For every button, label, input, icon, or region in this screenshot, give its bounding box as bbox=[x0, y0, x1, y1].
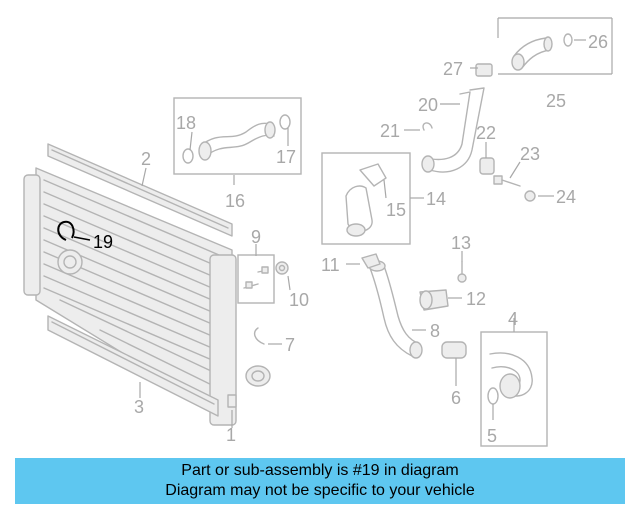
callout-14[interactable]: 14 bbox=[426, 189, 446, 209]
callout-1[interactable]: 1 bbox=[226, 425, 236, 445]
clamp-7-icon[interactable] bbox=[253, 327, 265, 345]
intercooler-core[interactable] bbox=[23, 167, 271, 426]
callout-3[interactable]: 3 bbox=[134, 397, 144, 417]
connector-12[interactable] bbox=[419, 289, 449, 311]
callout-25[interactable]: 25 bbox=[546, 91, 566, 111]
callout-27[interactable]: 27 bbox=[443, 59, 463, 79]
bolt-13[interactable] bbox=[457, 261, 467, 283]
callout-9[interactable]: 9 bbox=[251, 227, 261, 247]
bolt-23[interactable] bbox=[493, 175, 521, 187]
callout-2[interactable]: 2 bbox=[141, 149, 151, 169]
nut-24-icon[interactable] bbox=[524, 190, 536, 202]
o-ring-26-icon[interactable] bbox=[563, 33, 573, 47]
charge-pipe-15[interactable] bbox=[345, 163, 387, 237]
callout-12[interactable]: 12 bbox=[466, 289, 486, 309]
info-banner: Part or sub-assembly is #19 in diagram D… bbox=[15, 458, 625, 504]
callout-21[interactable]: 21 bbox=[380, 121, 400, 141]
group-box-16 bbox=[173, 97, 302, 175]
callout-4[interactable]: 4 bbox=[508, 309, 518, 329]
clamp-21-icon[interactable] bbox=[422, 122, 433, 131]
callout-19[interactable]: 19 bbox=[93, 232, 113, 252]
o-ring-5-icon[interactable] bbox=[487, 387, 499, 405]
o-ring-19-icon[interactable] bbox=[57, 220, 75, 241]
callout-10[interactable]: 10 bbox=[289, 290, 309, 310]
callout-11[interactable]: 11 bbox=[321, 255, 340, 275]
air-hose-4[interactable] bbox=[489, 352, 533, 399]
callout-7[interactable]: 7 bbox=[285, 335, 295, 355]
callout-5[interactable]: 5 bbox=[487, 426, 497, 446]
group-box-9 bbox=[237, 254, 275, 304]
lower-air-guide[interactable] bbox=[47, 315, 219, 417]
callout-26[interactable]: 26 bbox=[588, 32, 608, 52]
callout-23[interactable]: 23 bbox=[520, 144, 540, 164]
banner-line-2: Diagram may not be specific to your vehi… bbox=[165, 482, 475, 499]
callout-17[interactable]: 17 bbox=[276, 147, 296, 167]
callout-13[interactable]: 13 bbox=[451, 233, 471, 253]
o-ring-18-icon[interactable] bbox=[182, 148, 194, 164]
upper-air-guide[interactable] bbox=[47, 143, 233, 237]
o-ring-17-icon[interactable] bbox=[279, 114, 291, 130]
leader-19 bbox=[73, 236, 91, 241]
sensor-22[interactable] bbox=[479, 157, 495, 175]
boost-hose-16[interactable] bbox=[198, 121, 276, 161]
callout-22[interactable]: 22 bbox=[476, 123, 496, 143]
callout-20[interactable]: 20 bbox=[418, 95, 438, 115]
bolt-set-9[interactable] bbox=[243, 266, 269, 289]
charge-pipe-20[interactable] bbox=[421, 63, 493, 173]
callout-16[interactable]: 16 bbox=[225, 191, 245, 211]
leader-lines bbox=[139, 39, 586, 428]
callout-6[interactable]: 6 bbox=[451, 388, 461, 408]
clip-6[interactable] bbox=[441, 341, 467, 359]
callout-24[interactable]: 24 bbox=[556, 187, 576, 207]
callout-8[interactable]: 8 bbox=[430, 321, 440, 341]
nut-10-icon[interactable] bbox=[275, 261, 289, 275]
callout-18[interactable]: 18 bbox=[176, 113, 196, 133]
intake-hose-25[interactable] bbox=[511, 36, 553, 71]
banner-line-1: Part or sub-assembly is #19 in diagram bbox=[181, 462, 459, 479]
callout-15[interactable]: 15 bbox=[386, 200, 406, 220]
charge-pipe-8[interactable] bbox=[361, 253, 423, 359]
